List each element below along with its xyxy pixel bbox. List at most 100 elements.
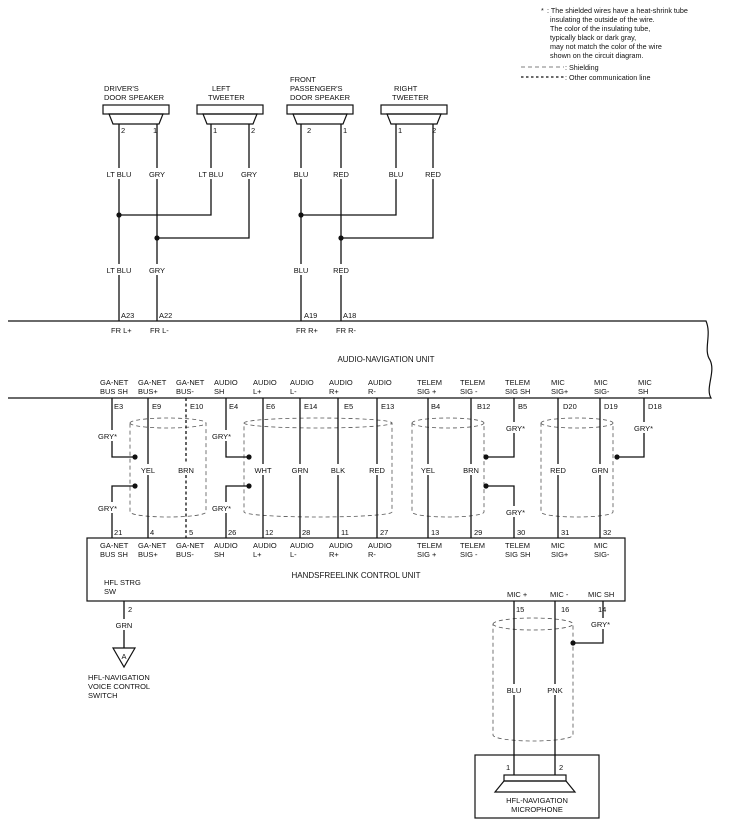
pin-label: L- [290,387,297,396]
microphone-pin: 1 [506,763,510,772]
wire-color-label: GRY* [98,504,117,513]
speaker-icon [196,104,264,115]
wire-color-label: RED [333,266,349,275]
pin-label: MIC [551,378,565,387]
pin-label: R- [368,387,376,396]
pin-label: TELEM [417,541,442,550]
wire-color-label: BRN [178,466,194,475]
shield-microphone [492,617,574,742]
pin-label: L+ [253,387,262,396]
note-line: insulating the outside of the wire. [550,15,655,24]
wire-color-label: WHT [254,466,271,475]
pin-label: AUDIO [214,378,238,387]
note-line: The color of the insulating tube, [550,24,650,33]
terminal-id: D18 [648,402,662,411]
unit-title: AUDIO-NAVIGATION UNIT [337,355,434,364]
pin-label: AUDIO [290,378,314,387]
microphone-wiring: GRY* BLU PNK [492,601,618,775]
wire-color-label: LT BLU [107,170,132,179]
pin-number: 5 [189,528,193,537]
terminal-id: A23 [121,311,134,320]
terminal-id: E10 [190,402,203,411]
switch-label: HFL-NAVIGATION [88,673,150,682]
speaker-drivers-door: DRIVER'S DOOR SPEAKER 2 1 [102,84,170,135]
pin-label: AUDIO [253,378,277,387]
pin-label: R- [368,550,376,559]
pin-label: AUDIO [368,541,392,550]
speaker-name: TWEETER [392,93,429,102]
wire-color-label: BLU [507,686,522,695]
pin-label: BUS- [176,550,194,559]
pin-label: SIG- [594,550,610,559]
shield-mic [540,417,614,518]
speaker-name: DOOR SPEAKER [104,93,165,102]
speaker-name: DOOR SPEAKER [290,93,351,102]
wire-color-label: YEL [421,466,435,475]
pin-label: SH [638,387,648,396]
terminal-id: A18 [343,311,356,320]
terminal-id: D19 [604,402,618,411]
wire-color-label: GRY* [506,424,525,433]
microphone-component: 1 2 HFL-NAVIGATION MICROPHONE [474,754,600,819]
wire-color-label: GRY* [212,504,231,513]
speaker-pin: 2 [121,126,125,135]
wire-color-label: PNK [547,686,562,695]
pin-label: SW [104,587,117,596]
pin-label: BUS+ [138,550,158,559]
pin-label: SH [214,387,224,396]
wire-color-label: BLK [331,466,345,475]
wire-color-label: RED [333,170,349,179]
pin-number: 13 [431,528,439,537]
speaker-name: PASSENGER'S [290,84,343,93]
terminal-signal: FR L- [150,326,169,335]
pin-number: 28 [302,528,310,537]
pin-label: TELEM [460,378,485,387]
speaker-pin: 1 [153,126,157,135]
pin-label: TELEM [505,541,530,550]
note-star: * [541,6,544,15]
pin-label: GA-NET [176,378,205,387]
wire-color-label: GRN [292,466,309,475]
connector-id: A [121,652,126,661]
wire-color-label: GRY* [98,432,117,441]
speaker-pin: 2 [307,126,311,135]
wire-color-label: GRY [149,266,165,275]
speaker-right-tweeter: RIGHT TWEETER 1 2 [380,84,448,135]
speaker-pin: 1 [343,126,347,135]
pin-number: 12 [265,528,273,537]
terminal-signal: FR L+ [111,326,132,335]
pin-label: HFL STRG [104,578,141,587]
terminal-id: E9 [152,402,161,411]
wire-color-label: GRY [241,170,257,179]
speaker-left-tweeter: LEFT TWEETER 1 2 [196,84,264,135]
pin-label: AUDIO [329,378,353,387]
pin-number: 2 [128,605,132,614]
terminal-id: E4 [229,402,238,411]
speaker-cone [292,113,348,125]
pin-number: 31 [561,528,569,537]
microphone-label: HFL-NAVIGATION [506,796,568,805]
terminal-id: B4 [431,402,440,411]
speaker-pin: 1 [213,126,217,135]
pin-label: MIC SH [588,590,614,599]
pin-label: MIC [594,378,608,387]
note-line: typically black or dark gray, [550,33,636,42]
mid-wire-labels: GRY* GRY* GRY* GRY* GRY* GRY* GRY* YEL B… [95,422,662,517]
note-line: shown on the circuit diagram. [550,51,643,60]
pin-number: 26 [228,528,236,537]
switch-label: VOICE CONTROL [88,682,150,691]
microphone-icon [503,774,567,782]
pin-label: AUDIO [253,541,277,550]
terminal-id: E6 [266,402,275,411]
pin-label: SIG - [460,387,478,396]
speaker-icon [286,104,354,115]
speaker-front-passenger-door: FRONT PASSENGER'S DOOR SPEAKER 2 1 [286,75,354,135]
switch-label: SWITCH [88,691,118,700]
wire-color-label: GRY* [506,508,525,517]
wire-color-label: GRY* [634,424,653,433]
wire-color-label: BLU [294,170,309,179]
pin-label: MIC - [550,590,569,599]
speaker-pin: 2 [251,126,255,135]
speaker-name: LEFT [212,84,231,93]
